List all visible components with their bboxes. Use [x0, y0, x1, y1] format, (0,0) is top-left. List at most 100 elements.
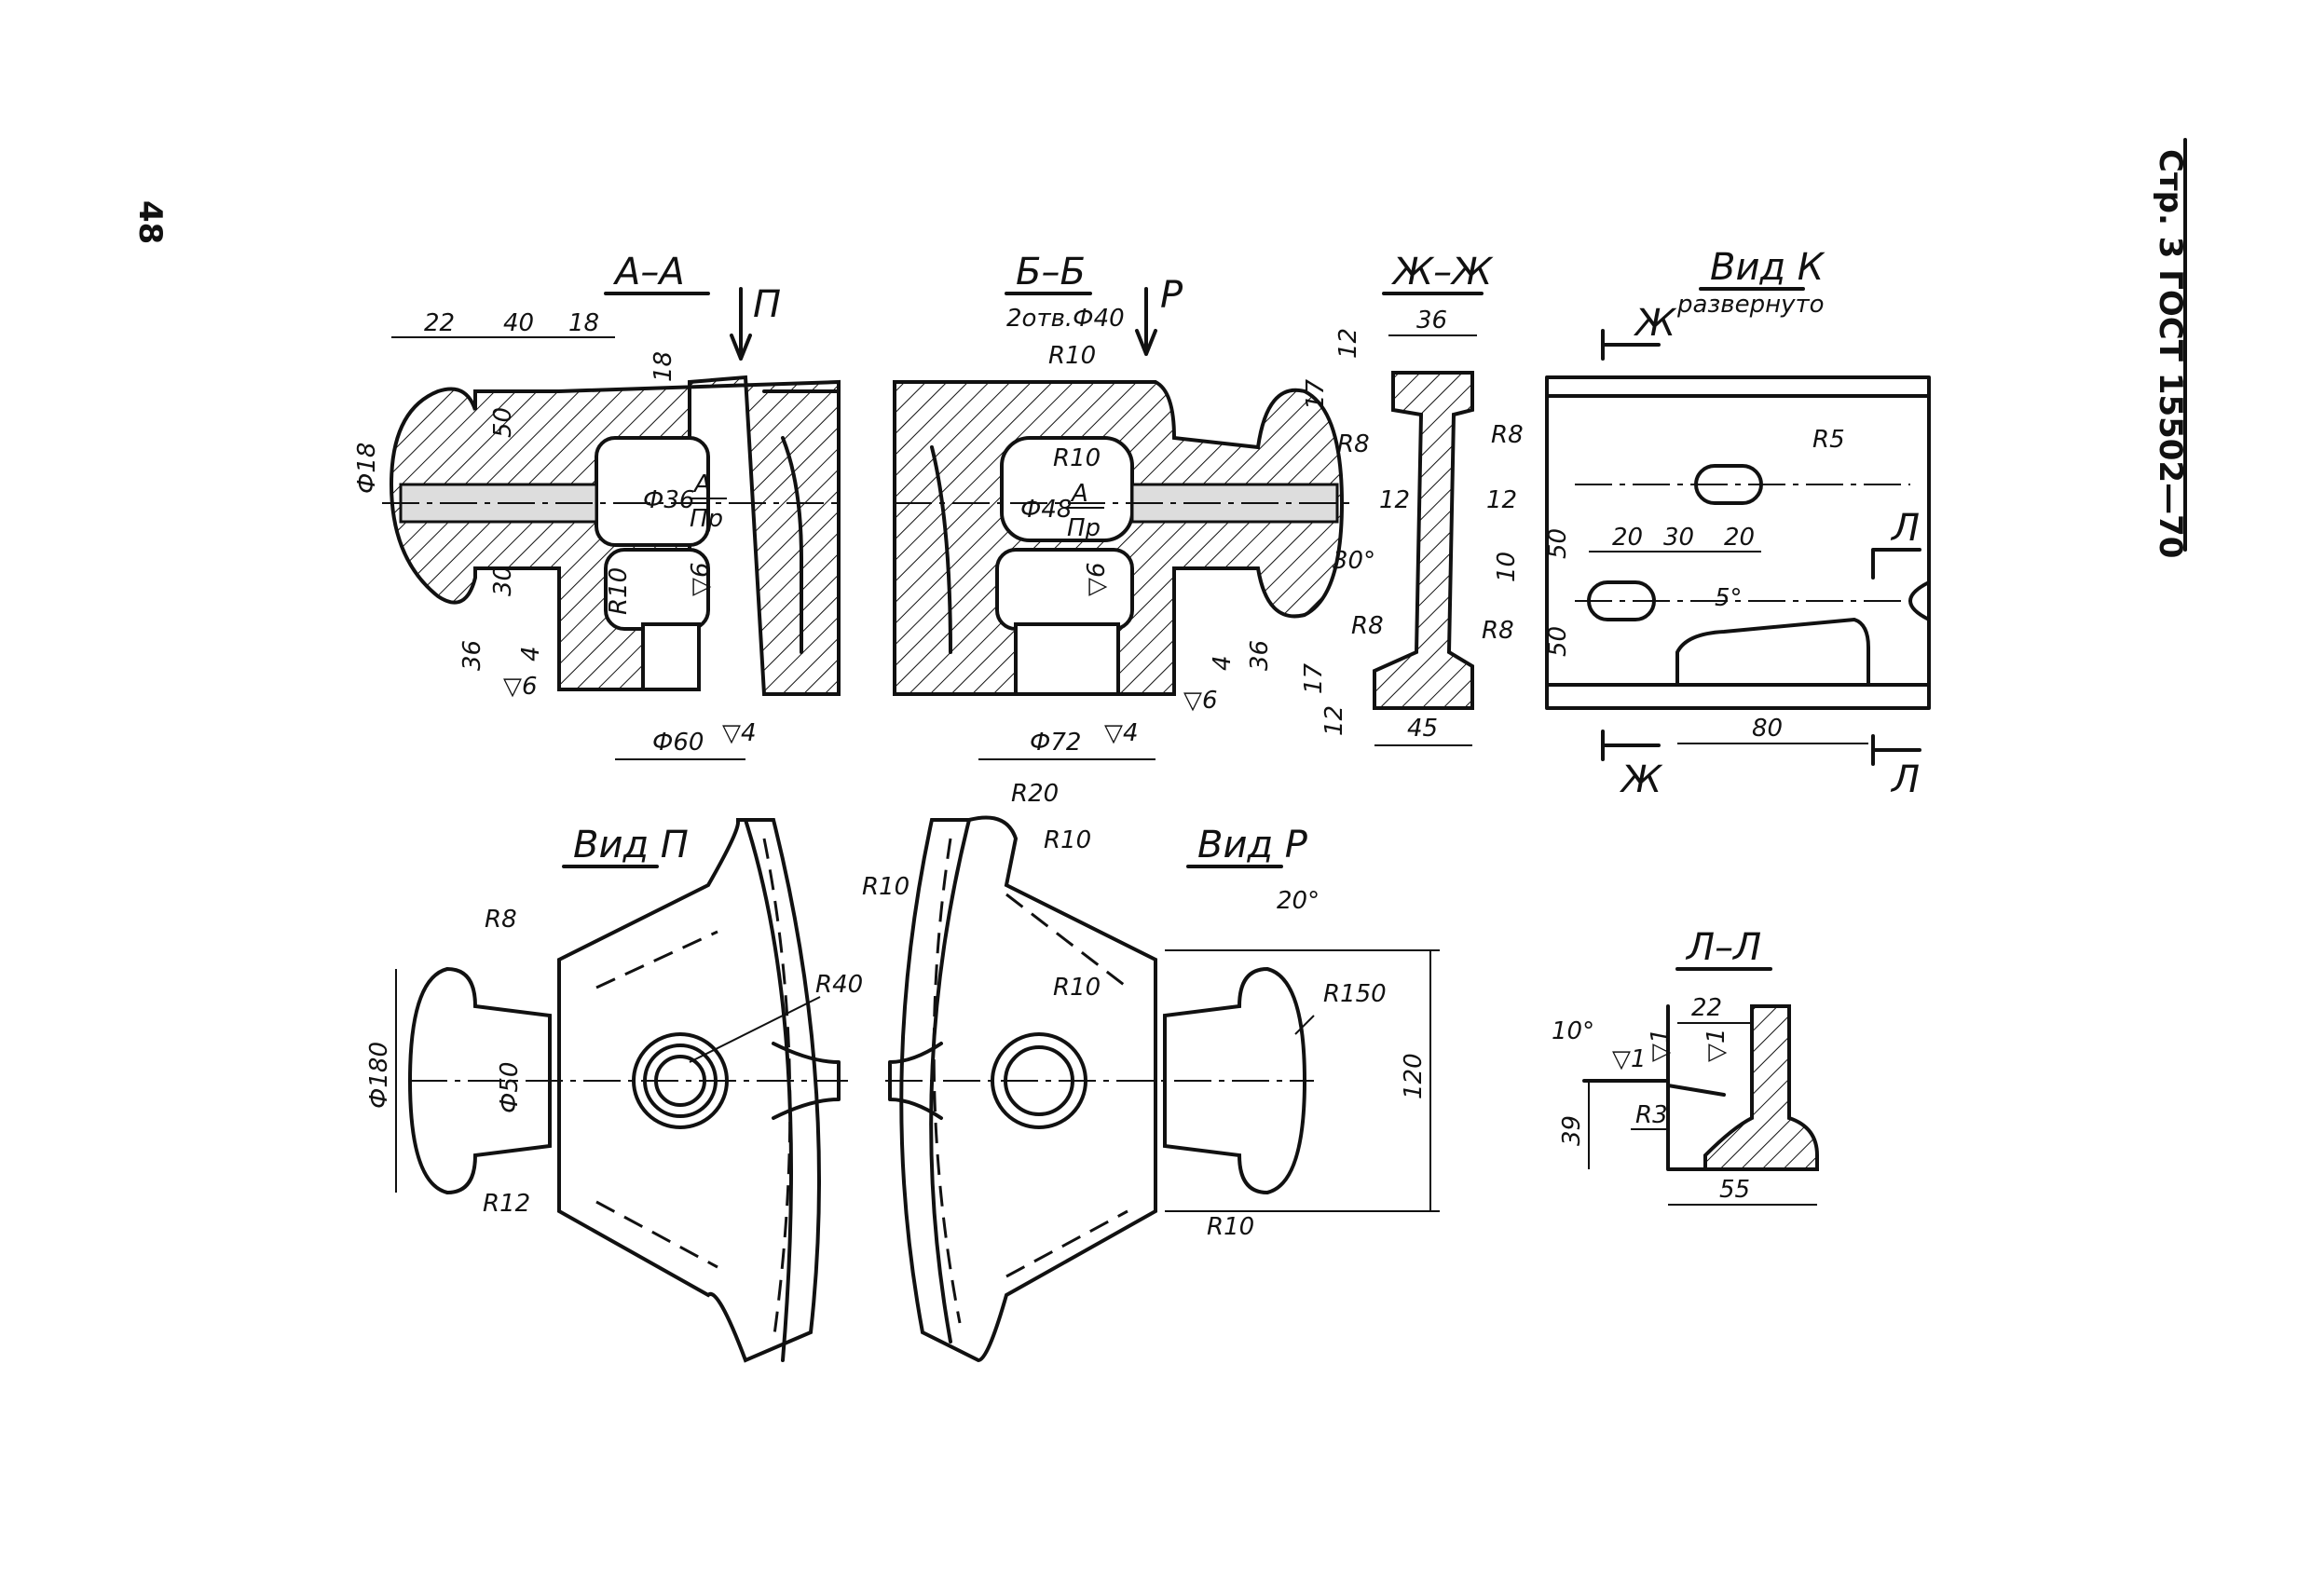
dimension-label: А — [1070, 480, 1088, 508]
dimension-label: R5 — [1812, 426, 1845, 454]
aa-bottom-hole — [641, 622, 701, 691]
dimension-label: 4 — [1209, 655, 1237, 671]
section-ll: Л–Л 10° 22 ▽1 ▽1 ▽1 R3 39 55 — [1552, 926, 1819, 1206]
p-body — [557, 818, 821, 1363]
section-bb-title: Б–Б — [1016, 251, 1086, 293]
zhzh-ibeam — [1373, 371, 1474, 710]
dimension-label: 12 — [1486, 486, 1517, 514]
dimension-label: R10 — [1207, 1213, 1254, 1241]
dimension-label: ▽6 — [1183, 687, 1218, 715]
dimension-label: Ф48 — [1020, 496, 1072, 524]
bb-bottom-hole — [1014, 622, 1120, 696]
page-number: 48 — [131, 200, 169, 244]
dimension-label: 4 — [517, 646, 545, 662]
dimension-label: 2отв.Ф40 — [1006, 305, 1125, 333]
dimension-label: 36 — [1246, 640, 1274, 671]
dimension-label: ▽6 — [1083, 562, 1111, 596]
dimension-label: 50 — [1544, 626, 1572, 657]
dimension-label: ▽4 — [722, 719, 757, 747]
dimension-label: 40 — [503, 309, 534, 337]
arrow-r-label: Р — [1160, 274, 1183, 317]
dimension-label: ▽4 — [1104, 719, 1139, 747]
dimension-label: ▽6 — [503, 673, 538, 701]
dimension-label: 17 — [1300, 662, 1328, 694]
arrow-p-label: П — [753, 283, 781, 326]
dimension-label: 12 — [1320, 705, 1348, 736]
view-k: Вид К развернуто Ж R5 50 50 20 30 20 5° … — [1544, 246, 1931, 801]
view-k-note: развернуто — [1676, 291, 1825, 319]
dimension-label: 45 — [1407, 715, 1438, 743]
section-ll-title: Л–Л — [1685, 926, 1761, 969]
dimension-label: Ф180 — [365, 1042, 393, 1109]
dimension-label: ▽1 — [1612, 1045, 1647, 1073]
dimension-label: Ф50 — [496, 1062, 524, 1113]
dimension-label: 30° — [1333, 547, 1375, 575]
dimension-label: Ф18 — [353, 443, 381, 494]
bb-bore-lower — [995, 548, 1134, 631]
dimension-label: Ф60 — [652, 729, 704, 757]
dimension-label: 5° — [1715, 584, 1743, 612]
dimension-label: 12 — [1334, 328, 1362, 359]
dimension-label: 18 — [568, 309, 599, 337]
dimension-label: R10 — [605, 567, 633, 615]
section-aa-title: А–А — [612, 251, 685, 293]
dimension-label: 120 — [1400, 1053, 1428, 1099]
section-zhzh-title: Ж–Ж — [1390, 251, 1494, 293]
dimension-label: R8 — [1351, 612, 1384, 640]
section-zhzh: Ж–Ж 36 12 17 R8 R8 12 12 30° 10 R8 R8 17… — [1300, 251, 1524, 746]
dimension-label: R150 — [1323, 980, 1387, 1008]
dimension-label: R8 — [1482, 617, 1514, 645]
view-r: Вид Р R20 R10 R10 R10 20° R150 120 R10 — [862, 780, 1440, 1363]
dimension-label: 20° — [1277, 887, 1320, 915]
view-r-title: Вид Р — [1197, 824, 1308, 866]
dimension-label: R10 — [1044, 826, 1091, 854]
dimension-label: Ж — [1633, 302, 1677, 345]
dimension-label: 50 — [489, 407, 517, 438]
dimension-label: ▽1 — [1647, 1028, 1675, 1062]
dimension-label: Ф36 — [643, 486, 694, 514]
dimension-label: Ф72 — [1030, 729, 1081, 757]
dimension-label: R10 — [1048, 342, 1096, 370]
dimension-label: R8 — [1337, 430, 1370, 458]
dimension-label: 10 — [1493, 552, 1521, 582]
dimension-label: 39 — [1558, 1115, 1586, 1146]
dimension-label: 20 — [1724, 524, 1755, 552]
view-k-slot-3 — [1908, 580, 1931, 621]
dimension-label: 30 — [1663, 524, 1694, 552]
dimension-label: 55 — [1719, 1176, 1750, 1204]
dimension-label: R3 — [1635, 1101, 1668, 1129]
dimension-label: 12 — [1379, 486, 1410, 514]
dimension-label: 18 — [650, 351, 677, 382]
side-title: Стр. 3 ГОСТ 15502—70 — [2152, 149, 2189, 558]
dimension-label: R20 — [1011, 780, 1059, 808]
dimension-label: А — [692, 471, 711, 498]
dimension-label: 80 — [1752, 715, 1783, 743]
dimension-label: Л — [1890, 758, 1920, 801]
dimension-label: Пр — [1067, 514, 1101, 542]
dimension-label: R12 — [483, 1190, 530, 1218]
dimension-label: ▽6 — [687, 562, 715, 596]
dimension-label: R10 — [1053, 974, 1101, 1002]
view-k-cutout — [1675, 618, 1870, 687]
dimension-label: R8 — [1491, 421, 1524, 449]
dimension-label: 36 — [458, 640, 486, 671]
section-aa: А–А П 22 40 18 18 Ф18 50 30 36 4 ▽6 Ф36 … — [353, 251, 841, 760]
view-k-title: Вид К — [1710, 246, 1826, 289]
dimension-label: 50 — [1544, 528, 1572, 559]
dimension-label: Пр — [690, 505, 723, 533]
dimension-label: 10° — [1552, 1017, 1594, 1045]
dimension-label: 36 — [1416, 307, 1447, 334]
dimension-label: 30 — [489, 566, 517, 596]
dimension-label: Л — [1890, 507, 1920, 550]
dimension-label: R10 — [862, 873, 909, 901]
view-p-title: Вид П — [573, 824, 689, 866]
dimension-label: R8 — [485, 906, 517, 934]
dimension-label: 22 — [424, 309, 455, 337]
dimension-label: R40 — [815, 971, 863, 999]
r-body — [899, 815, 1157, 1363]
view-k-outline — [1545, 375, 1931, 710]
section-bb: Б–Б Р 2отв.Ф40 R10 R10 Ф48 А Пр ▽6 4 36 … — [893, 251, 1351, 760]
dimension-label: 22 — [1691, 994, 1722, 1022]
